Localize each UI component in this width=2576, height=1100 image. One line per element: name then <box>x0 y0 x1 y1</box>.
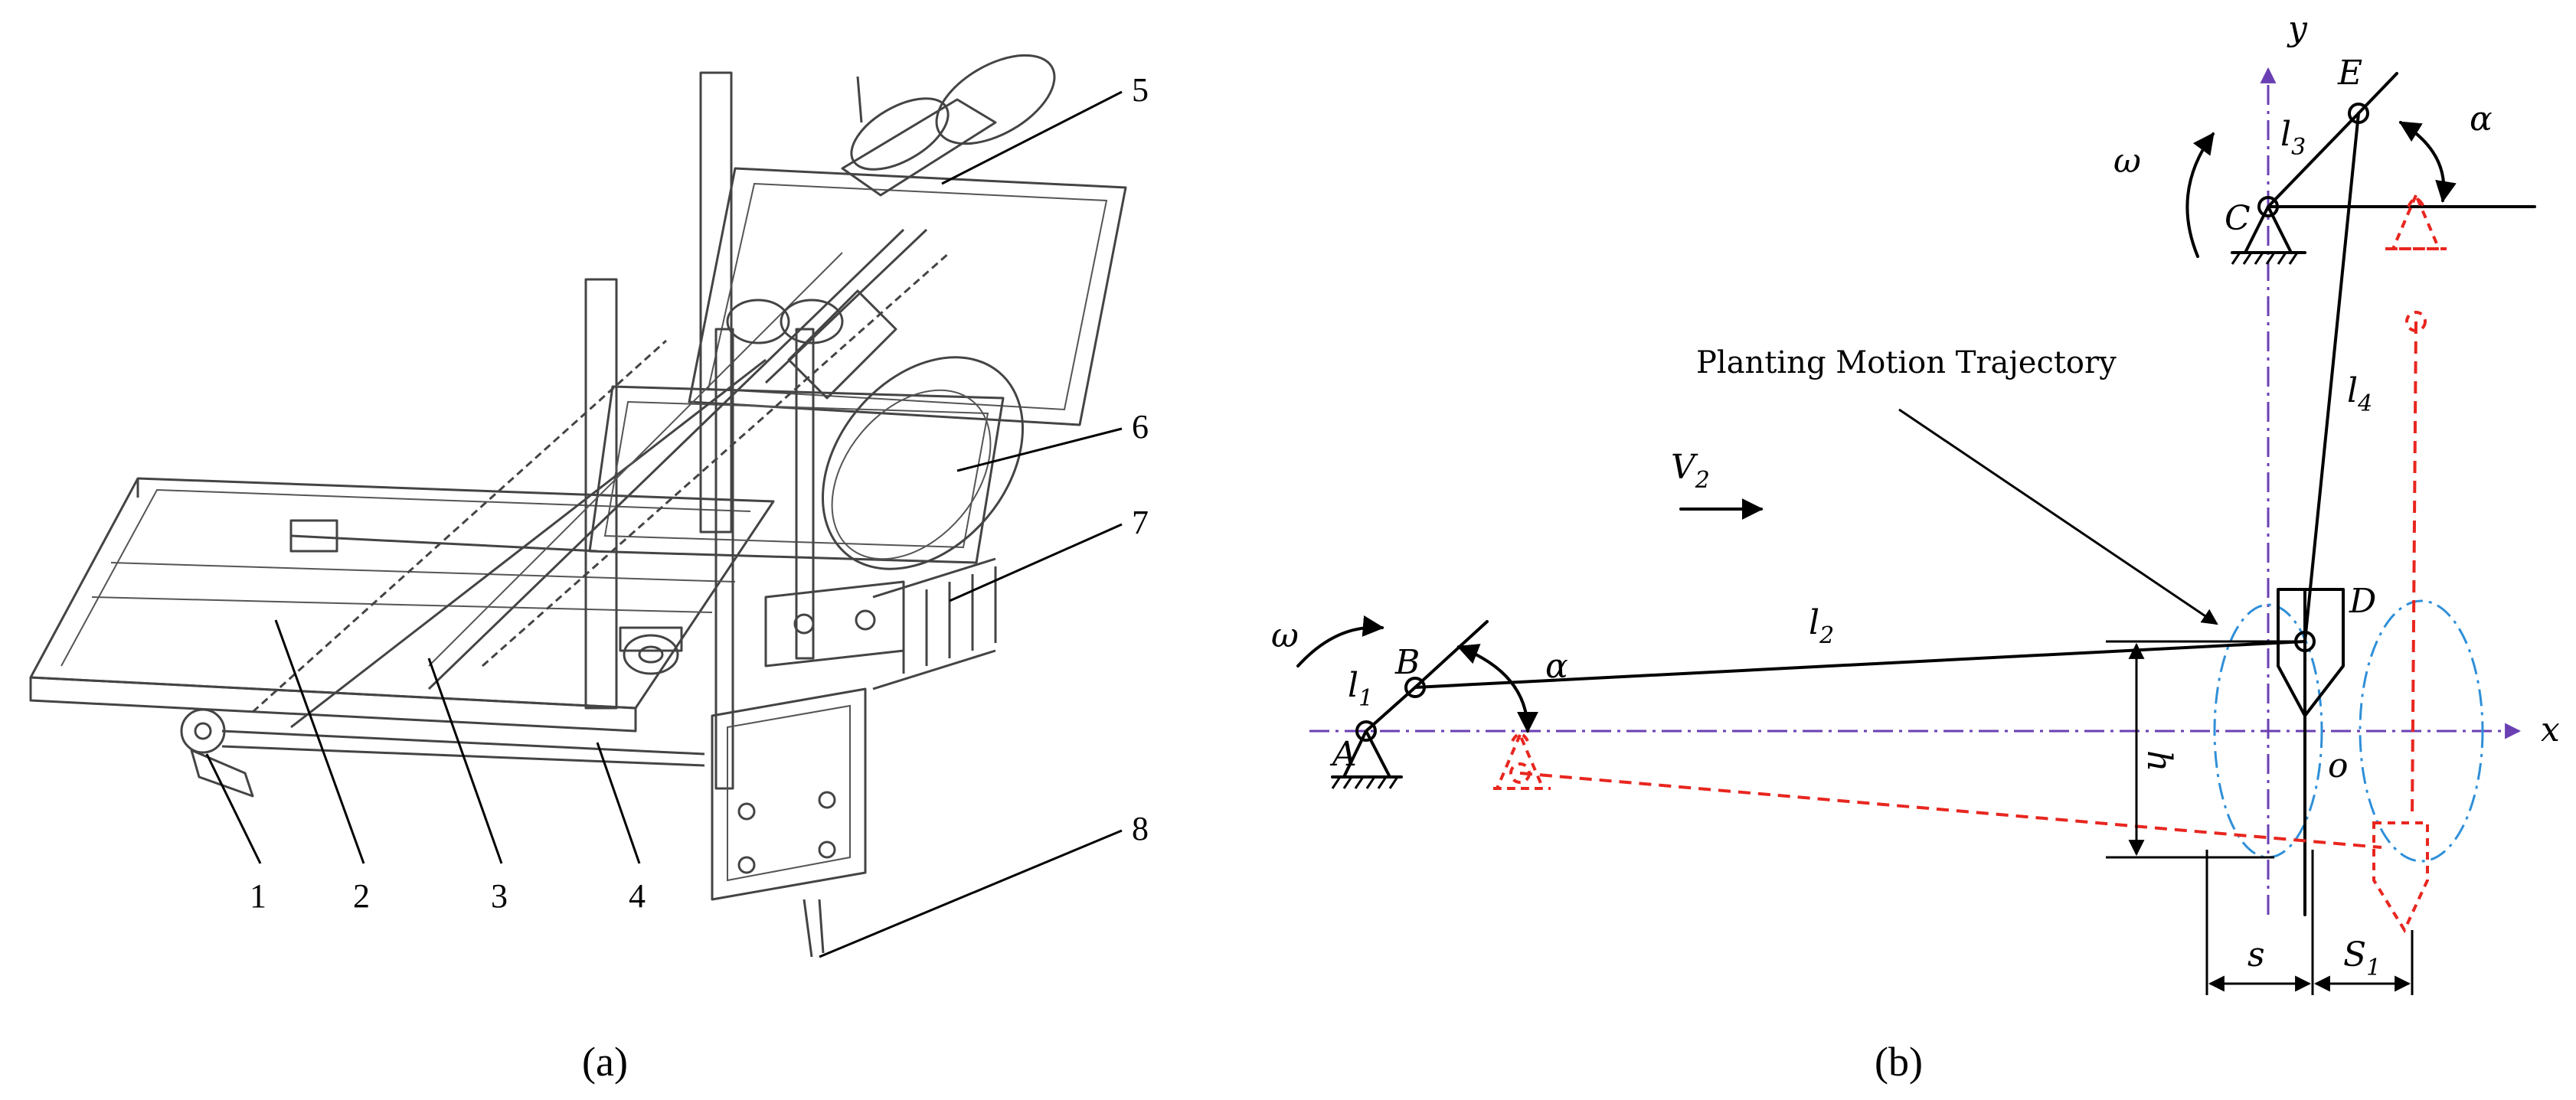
planting-needle <box>2277 588 2345 717</box>
link-l1 <box>1365 686 1417 733</box>
seed-drum <box>935 54 1056 145</box>
joint-b <box>1404 677 1426 698</box>
base-frame-front <box>29 676 637 733</box>
velocity-label: V2 <box>1671 448 1710 494</box>
x-axis-label: x <box>2541 710 2560 749</box>
point-b-label: B <box>1394 643 1420 682</box>
link-l2 <box>1414 640 2306 689</box>
alpha-arc-b <box>1456 644 1538 733</box>
alpha-arc-e <box>2398 121 2457 203</box>
point-a-label: A <box>1329 735 1357 774</box>
omega-arrow-a <box>1296 615 1384 668</box>
trajectory-annotation: Planting Motion Trajectory <box>1696 345 2117 380</box>
alpha-label-e: α <box>2470 100 2493 139</box>
chain <box>251 339 668 713</box>
crank <box>180 708 226 754</box>
angle-reference <box>1414 620 1489 689</box>
planting-disc <box>822 356 1024 570</box>
joint-c <box>2257 196 2279 217</box>
point-c-label: C <box>2225 199 2251 238</box>
y-axis-label: y <box>2287 9 2308 48</box>
machine-drawing <box>29 54 1127 958</box>
ghost-position <box>1493 191 2447 934</box>
link-l4 <box>2303 112 2360 643</box>
callout-2: 2 <box>353 877 370 915</box>
link-l1-label: l1 <box>1348 666 1373 712</box>
panel-b-caption: (b) <box>1875 1039 1923 1085</box>
callout-6: 6 <box>1132 408 1149 446</box>
stroke-label: S1 <box>2343 935 2381 981</box>
callout-7: 7 <box>1132 504 1149 541</box>
joint-e <box>2348 103 2369 124</box>
connecting-rod <box>221 730 705 756</box>
height-label: h <box>2140 750 2179 772</box>
point-e-label: E <box>2337 54 2362 93</box>
omega-label-c: ω <box>2113 142 2141 181</box>
base-frame-top <box>29 477 775 710</box>
link-l3 <box>2267 112 2360 208</box>
callout-labels: 1 2 3 4 5 6 7 8 <box>250 71 1149 915</box>
callout-8: 8 <box>1132 810 1149 847</box>
kinematic-diagram <box>1296 67 2536 995</box>
callout-3: 3 <box>491 877 508 915</box>
joint-a <box>1355 720 1377 742</box>
lower-box <box>711 687 867 901</box>
annotation-pointer <box>1898 408 2218 625</box>
panel-a-caption: (a) <box>582 1039 628 1085</box>
omega-arrow-c <box>2185 132 2215 258</box>
alpha-label-b: α <box>1545 647 1568 686</box>
rear-frame <box>688 167 1127 426</box>
link-l4-label: l4 <box>2347 371 2372 417</box>
point-d-label: D <box>2349 582 2376 621</box>
callout-5: 5 <box>1132 71 1149 109</box>
diagram-labels: Planting Motion Trajectory o x y A B C D… <box>1271 9 2560 981</box>
trajectory-ellipse <box>2359 599 2484 863</box>
callout-1: 1 <box>250 877 266 915</box>
link-l3-label: l3 <box>2280 115 2306 161</box>
link-l2-label: l2 <box>1809 603 1834 649</box>
origin-label: o <box>2328 746 2349 785</box>
callout-4: 4 <box>629 877 646 915</box>
upright-post <box>584 278 618 710</box>
offset-label: s <box>2247 935 2265 974</box>
callout-leaders <box>205 90 1123 958</box>
omega-label-a: ω <box>1271 616 1299 655</box>
trajectory-ellipse <box>2213 603 2323 859</box>
